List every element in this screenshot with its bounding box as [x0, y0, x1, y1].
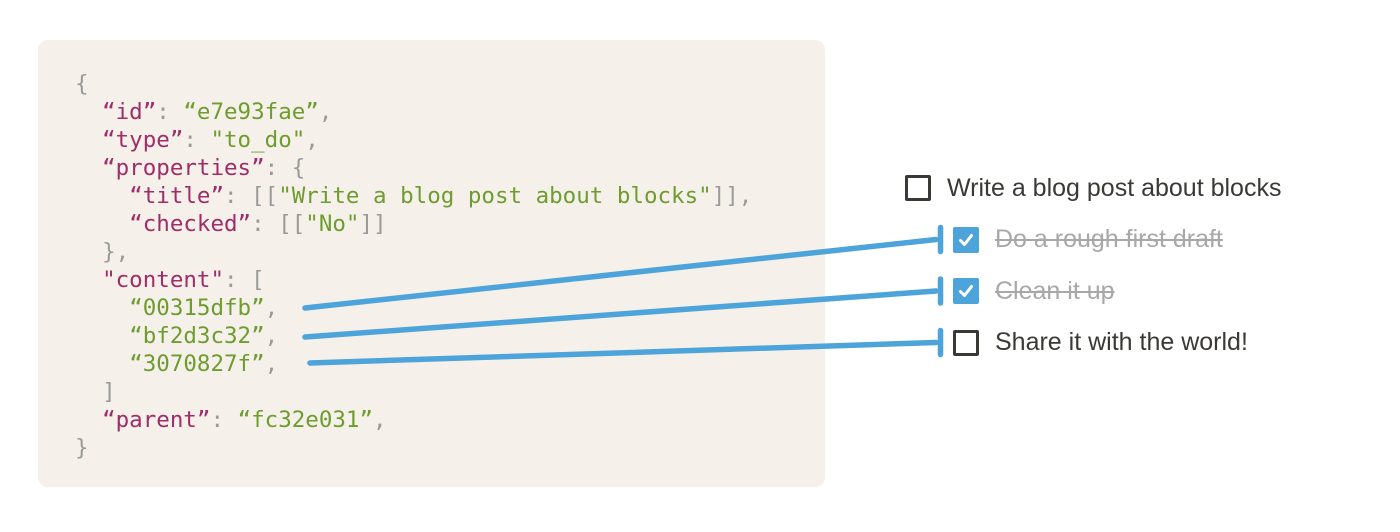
checkbox-checked-icon[interactable] [953, 278, 979, 304]
code-panel: { “id”: “e7e93fae”, “type”: "to_do", “pr… [38, 40, 825, 487]
todo-item-label: Write a blog post about blocks [947, 173, 1282, 202]
todo-item-1: Write a blog post about blocks [905, 173, 1282, 202]
todo-item-4: Share it with the world! [953, 328, 1281, 356]
todo-list: Write a blog post about blocks Do a rough… [905, 173, 1282, 381]
todo-item-3: Clean it up [953, 276, 1281, 305]
todo-item-2: Do a rough first draft [953, 225, 1281, 253]
todo-item-label: Do a rough first draft [995, 225, 1223, 253]
todo-item-label: Share it with the world! [995, 328, 1248, 356]
todo-item-label: Clean it up [995, 276, 1115, 305]
json-code-block: { “id”: “e7e93fae”, “type”: "to_do", “pr… [75, 71, 753, 461]
checkbox-unchecked-icon[interactable] [953, 329, 979, 356]
checkbox-unchecked-icon[interactable] [905, 175, 931, 201]
checkbox-checked-icon[interactable] [953, 226, 979, 253]
